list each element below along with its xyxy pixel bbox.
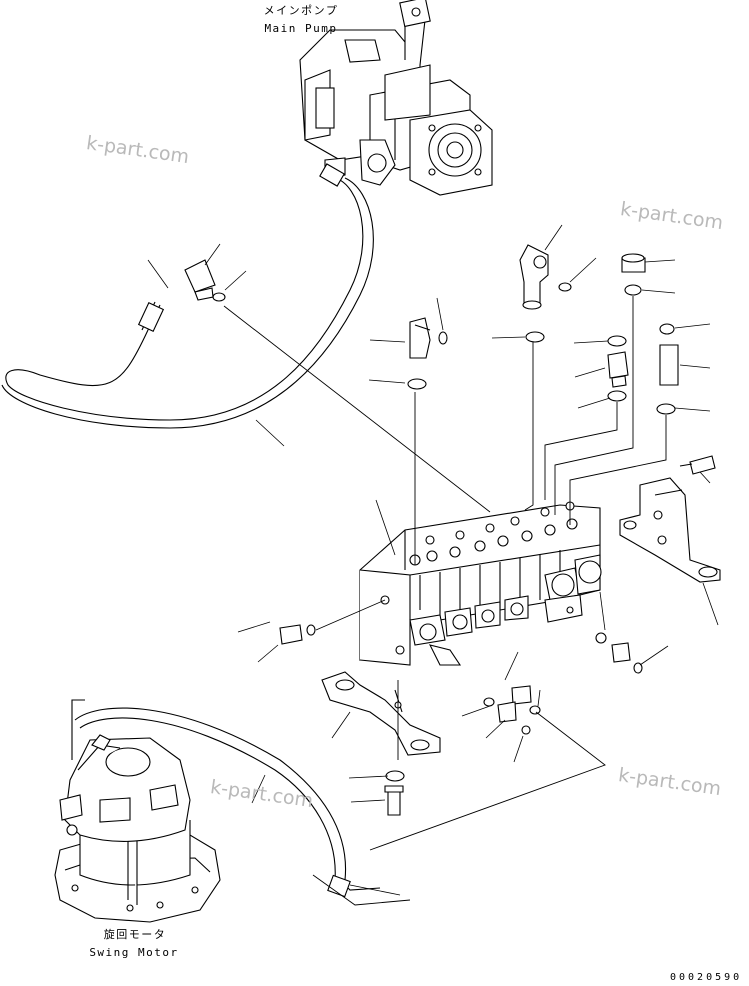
connection-lines (223, 296, 667, 906)
leader-lines (147, 224, 719, 896)
main-pump[interactable] (299, 0, 493, 196)
drawing-code: 00020590 (670, 972, 743, 983)
main-pump-label-en: Main Pump (264, 22, 338, 35)
swing-motor-label-en: Swing Motor (89, 946, 179, 959)
swing-motor-label-ja: 旋回モータ (103, 928, 167, 941)
swing-motor[interactable] (54, 699, 221, 923)
hose-main (1, 163, 374, 429)
bracket-lower[interactable] (321, 671, 441, 756)
hose-swing (74, 707, 381, 898)
bracket-right[interactable] (619, 477, 721, 583)
main-pump-label-ja: メインポンプ (263, 4, 339, 17)
control-valve[interactable] (359, 501, 602, 666)
fittings[interactable] (184, 244, 716, 816)
